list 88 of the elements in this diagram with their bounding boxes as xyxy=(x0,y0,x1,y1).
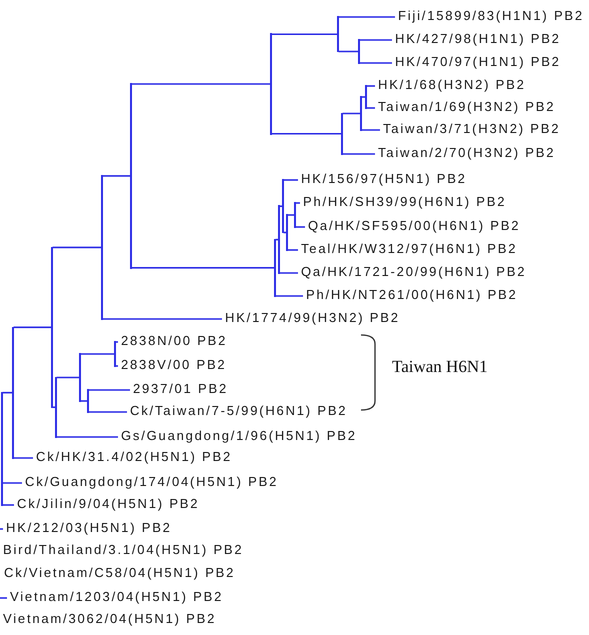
branch-line xyxy=(360,39,392,41)
vertical-branch-line xyxy=(365,85,367,109)
branch-line xyxy=(366,85,375,87)
branch-line xyxy=(288,214,294,216)
branch-line xyxy=(272,132,341,135)
taxon-label: Vietnam/1203/04(H5N1) PB2 xyxy=(7,590,224,604)
taxon-label: Vietnam/3062/04(H5N1) PB2 xyxy=(0,612,216,626)
taxon-label: Gs/Guangdong/1/96(H5N1) PB2 xyxy=(118,429,357,443)
vertical-branch-line xyxy=(341,112,343,155)
branch-line xyxy=(362,96,365,98)
branch-line xyxy=(288,249,298,251)
vertical-branch-line xyxy=(358,39,360,64)
branch-line xyxy=(280,272,298,274)
branch-line xyxy=(102,175,130,177)
taxon-label: Ck/Vietnam/C58/04(H5N1) PB2 xyxy=(1,566,236,580)
taxon-label: HK/427/98(H1N1) PB2 xyxy=(392,32,561,46)
taxon-label: Qa/HK/SF595/00(H6N1) PB2 xyxy=(305,219,520,233)
vertical-branch-line xyxy=(51,246,53,408)
vertical-branch-line xyxy=(270,33,272,135)
vertical-branch-line xyxy=(360,96,362,131)
clade-label: Taiwan H6N1 xyxy=(392,357,488,377)
vertical-branch-line xyxy=(114,341,116,367)
taxon-label: Fiji/15899/83(H1N1) PB2 xyxy=(395,9,584,23)
taxon-label: Qa/HK/1721-20/99(H6N1) PB2 xyxy=(298,265,526,279)
taxon-label: Ck/HK/31.4/02(H5N1) PB2 xyxy=(33,450,232,464)
taxon-label: Bird/Thailand/3.1/04(H5N1) PB2 xyxy=(0,543,244,557)
branch-line xyxy=(56,376,79,378)
branch-line xyxy=(102,318,222,320)
taxon-label: Ph/HK/NT261/00(H6N1) PB2 xyxy=(303,288,518,302)
branch-line xyxy=(360,62,392,64)
vertical-branch-line xyxy=(274,238,276,297)
vertical-branch-line xyxy=(337,16,339,52)
branch-line xyxy=(296,202,300,204)
taxon-label: Ck/Taiwan/7-5/99(H6N1) PB2 xyxy=(127,404,348,418)
branch-line xyxy=(52,246,101,248)
taxon-label: Teal/HK/W312/97(H6N1) PB2 xyxy=(298,242,518,256)
taxon-label: Taiwan/1/69(H3N2) PB2 xyxy=(375,100,556,114)
vertical-branch-line xyxy=(101,175,103,320)
branch-line xyxy=(366,107,375,109)
vertical-branch-line xyxy=(130,83,132,269)
taxon-label: HK/212/03(H5N1) PB2 xyxy=(3,521,172,535)
branch-line xyxy=(80,353,114,355)
taxon-label: HK/1/68(H3N2) PB2 xyxy=(375,78,526,92)
vertical-branch-line xyxy=(286,214,288,251)
taxon-label: Ck/Guangdong/174/04(H5N1) PB2 xyxy=(22,475,278,489)
taxon-label: Ck/Jilin/9/04(H5N1) PB2 xyxy=(14,497,200,511)
branch-line xyxy=(284,232,286,234)
vertical-branch-line xyxy=(87,389,89,413)
taxon-label: Ph/HK/SH39/99(H6N1) PB2 xyxy=(300,195,506,209)
branch-line xyxy=(342,153,375,155)
vertical-branch-line xyxy=(282,179,284,234)
branch-line xyxy=(362,129,380,131)
branch-line xyxy=(284,179,298,181)
branch-line xyxy=(14,457,33,459)
branch-line xyxy=(296,226,305,228)
taxon-label: Taiwan/2/70(H3N2) PB2 xyxy=(375,146,556,160)
branch-line xyxy=(88,411,127,413)
branch-line xyxy=(132,267,274,269)
branch-line xyxy=(338,50,358,52)
branch-line xyxy=(338,16,395,18)
vertical-branch-line xyxy=(12,326,14,459)
branch-line xyxy=(116,365,118,367)
branch-line xyxy=(2,504,14,506)
branch-line xyxy=(80,400,87,402)
branch-line xyxy=(132,83,270,85)
branch-line xyxy=(2,482,22,484)
branch-line xyxy=(0,597,7,599)
vertical-branch-line xyxy=(79,353,81,402)
taxon-label: 2838N/00 PB2 xyxy=(118,334,228,348)
branch-line xyxy=(116,341,118,343)
taxon-label: 2838V/00 PB2 xyxy=(118,358,226,372)
branch-line xyxy=(2,392,12,394)
vertical-branch-line xyxy=(278,205,280,274)
branch-line xyxy=(56,436,118,438)
branch-line xyxy=(276,295,303,297)
branch-line xyxy=(272,33,337,36)
taxon-label: Taiwan/3/71(H3N2) PB2 xyxy=(380,122,560,136)
branch-line xyxy=(342,112,360,114)
vertical-branch-line xyxy=(55,376,57,438)
taxon-label: HK/156/97(H5N1) PB2 xyxy=(298,172,467,186)
branch-line xyxy=(14,326,51,328)
taxon-label: HK/1774/99(H3N2) PB2 xyxy=(222,311,400,325)
vertical-branch-line xyxy=(1,392,3,506)
branch-line xyxy=(0,528,3,530)
vertical-branch-line xyxy=(294,202,296,228)
branch-line xyxy=(88,389,130,391)
taxon-label: 2937/01 PB2 xyxy=(130,382,228,396)
taxon-label: HK/470/97(H1N1) PB2 xyxy=(392,55,561,69)
